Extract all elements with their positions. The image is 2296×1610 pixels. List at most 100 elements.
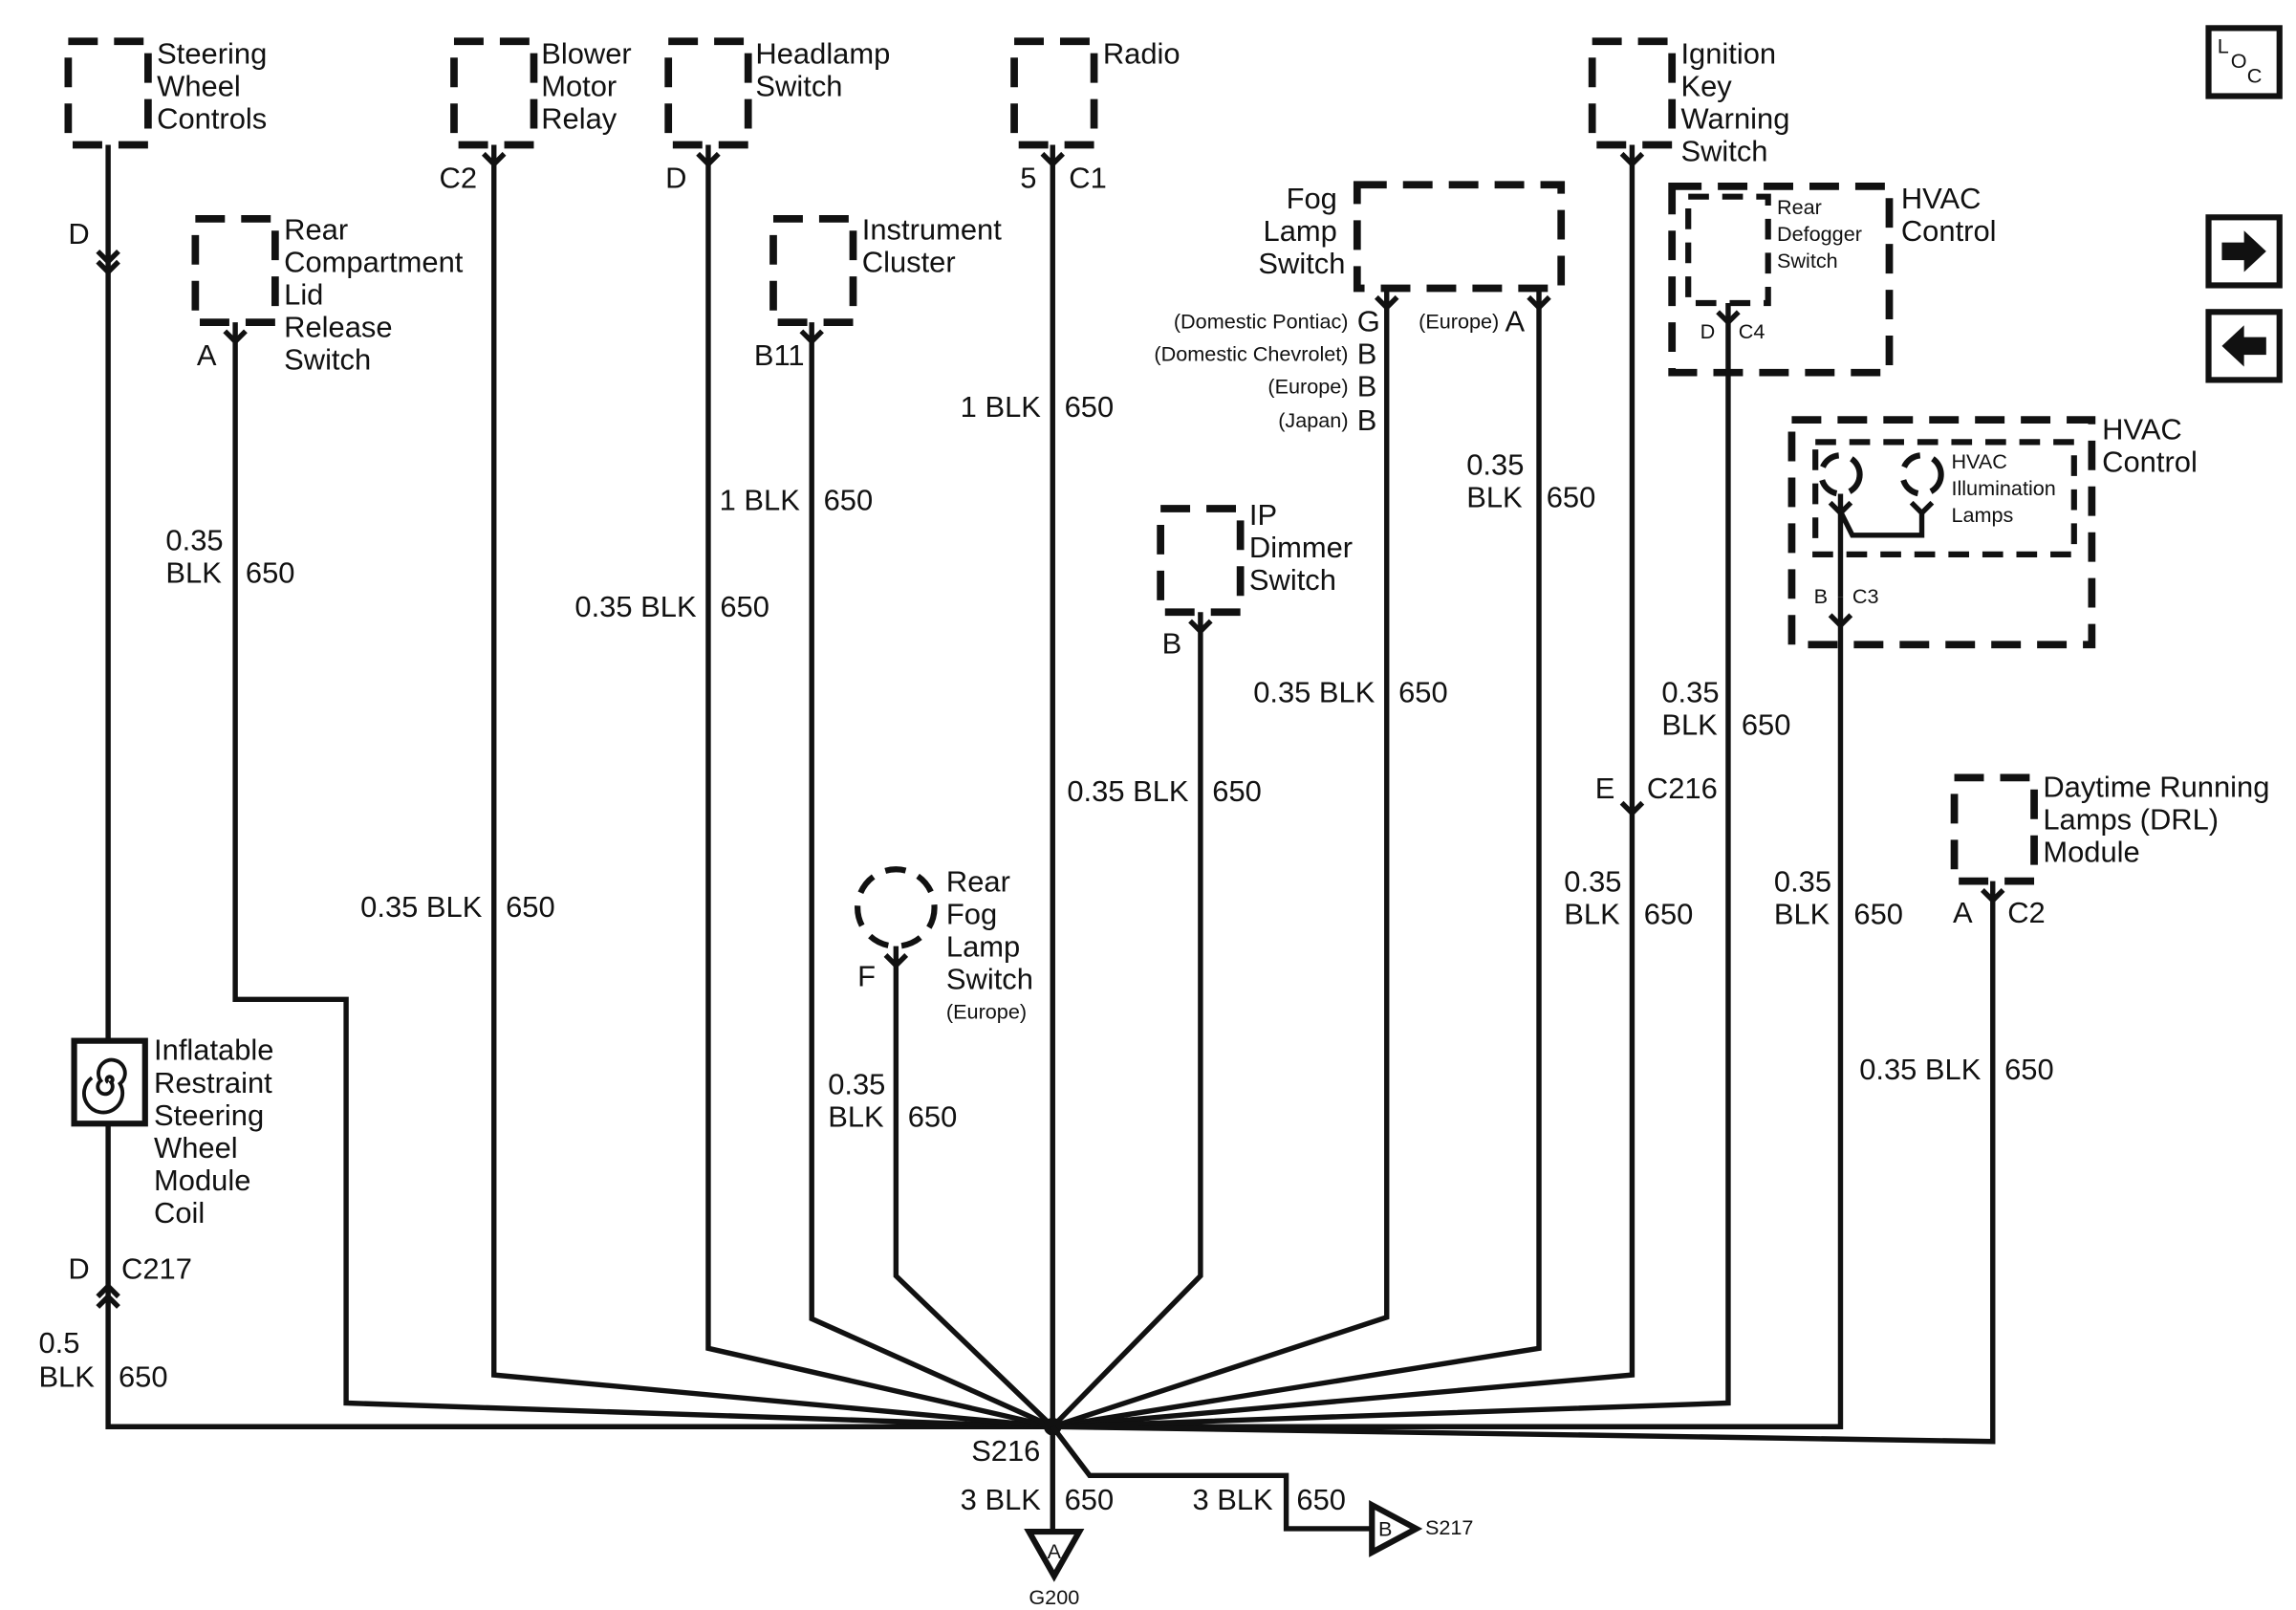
pin-fog-a: A — [1505, 304, 1525, 337]
w-defog-circuit: 650 — [1853, 897, 1903, 930]
loc-o: O — [2231, 49, 2247, 73]
wire-ignition — [1052, 144, 1635, 1429]
pin-defog-c4: C4 — [1739, 319, 1765, 343]
w-defog-color: BLK — [1774, 897, 1830, 930]
ground-letter: A — [1048, 1539, 1062, 1563]
pin-fog-b3: B — [1357, 403, 1377, 437]
w-ground-size: 3 BLK — [961, 1483, 1042, 1516]
pin-drl-a: A — [1953, 896, 1973, 929]
w-radio-circuit: 650 — [1065, 390, 1115, 424]
rear-fog-lamp-switch-icon — [855, 866, 938, 949]
w-cluster-circuit: 650 — [824, 483, 874, 516]
wire-defogger — [1052, 303, 1731, 1429]
pin-cluster-b11: B11 — [754, 338, 805, 372]
w-blower-size: 0.35 BLK — [360, 890, 483, 924]
w-steering-circuit: 650 — [119, 1360, 168, 1393]
pin-hvac-b: B — [1814, 584, 1828, 608]
connector-c217 — [96, 1282, 120, 1309]
rear-fog-lamp-switch-note: (Europe) — [946, 999, 1027, 1023]
w-drl-circuit: 650 — [2004, 1053, 2054, 1086]
hvac-illumination-lamps-label: HVAC Illumination Lamps — [1951, 449, 2061, 527]
ground-g200-icon — [1024, 1528, 1085, 1582]
fog-lamp-switch-box — [1353, 181, 1566, 293]
w-rearcomp-color: BLK — [165, 555, 222, 589]
hvac-control-label-1: HVAC Control — [1901, 182, 1997, 248]
fog-note-japan: (Japan) — [1278, 408, 1348, 432]
hvac-illumination-lamps-box — [1812, 439, 2077, 557]
pin-c216: C216 — [1647, 772, 1718, 805]
fog-lamp-switch-label: Fog Lamp Switch — [1258, 182, 1345, 280]
wire-labels: 0.5 BLK 650 0.35 BLK 650 0.35 BLK 650 0.… — [38, 390, 2053, 1516]
w-rearfog-circuit: 650 — [908, 1099, 958, 1133]
wire-steering — [105, 144, 1053, 1429]
coil-spiral-icon — [82, 1057, 127, 1115]
hvac-control-label-2: HVAC Control — [2102, 412, 2198, 478]
radio-box — [1010, 37, 1098, 149]
connector-c216 — [1619, 800, 1645, 817]
pin-c217: C217 — [121, 1252, 192, 1286]
ip-dimmer-switch-box — [1157, 505, 1245, 617]
w-rearcomp-gauge: 0.35 — [165, 523, 223, 556]
loc-c: C — [2247, 64, 2263, 88]
rear-fog-lamp-switch-label: Rear Fog Lamp Switch — [946, 864, 1033, 995]
w-ign2-circuit: 650 — [1742, 708, 1791, 742]
pin-blower-c2: C2 — [440, 161, 478, 194]
w-foga-color: BLK — [1466, 480, 1523, 513]
headlamp-switch-label: Headlamp Switch — [755, 36, 898, 102]
pin-radio-c1: C1 — [1069, 161, 1107, 194]
arrow-left-icon — [2221, 325, 2266, 367]
steering-wheel-controls-label: Steering Wheel Controls — [157, 36, 275, 135]
wire-drl — [1052, 881, 1996, 1445]
w-steering-color: BLK — [38, 1360, 95, 1393]
pin-c217-d: D — [68, 1252, 89, 1286]
rear-defogger-switch-label: Rear Defogger Switch — [1777, 195, 1868, 272]
wire-rear-fog — [893, 946, 1055, 1429]
splice-s216-label: S216 — [971, 1434, 1040, 1468]
instrument-cluster-box — [769, 214, 857, 326]
w-rearcomp-circuit: 650 — [246, 555, 295, 589]
w-fog-circuit: 650 — [1398, 676, 1448, 709]
w-fog-size: 0.35 BLK — [1253, 676, 1375, 709]
pin-steering-d: D — [68, 217, 89, 250]
offpage-s217-label: S217 — [1425, 1515, 1474, 1539]
offpage-s217-icon — [1369, 1500, 1423, 1557]
w-ign-color: BLK — [1564, 897, 1620, 930]
w-ign-gauge: 0.35 — [1564, 864, 1621, 898]
ignition-key-warning-switch-box — [1588, 37, 1677, 149]
pin-fog-g: G — [1357, 304, 1380, 337]
hvac-control-illumination-box — [1787, 416, 2096, 649]
w-s217-size: 3 BLK — [1192, 1483, 1273, 1516]
rear-defogger-switch-box — [1685, 193, 1771, 307]
pin-dimmer-b: B — [1162, 626, 1182, 660]
airbag-coil-label: Inflatable Restraint Steering Wheel Modu… — [154, 1033, 282, 1229]
wire-to-s217 — [1051, 1425, 1373, 1532]
previous-page-button[interactable] — [2205, 309, 2283, 383]
drl-module-box — [1950, 773, 2038, 885]
w-defog-gauge: 0.35 — [1774, 864, 1831, 898]
loc-l: L — [2218, 34, 2229, 58]
connector-c3 — [1828, 613, 1853, 629]
w-ground-circuit: 650 — [1065, 1483, 1115, 1516]
pin-fog-b1: B — [1357, 337, 1377, 370]
wire-ip-dimmer — [1051, 612, 1203, 1429]
pin-rear-comp-a: A — [197, 338, 217, 372]
w-blower-circuit: 650 — [506, 890, 555, 924]
instrument-cluster-label: Instrument Cluster — [862, 213, 1010, 279]
pin-fog-b2: B — [1357, 369, 1377, 402]
wire-fog-a — [1051, 288, 1542, 1429]
pin-hvac-c3: C3 — [1852, 584, 1879, 608]
fog-note-europe-1: (Europe) — [1267, 374, 1348, 398]
hvac-lamp-1-icon — [1818, 452, 1863, 497]
w-s217-circuit: 650 — [1296, 1483, 1346, 1516]
wire-blower — [491, 144, 1053, 1429]
locator-button[interactable]: L O C — [2205, 25, 2283, 99]
w-steering-gauge: 0.5 — [38, 1326, 79, 1360]
next-page-button[interactable] — [2205, 214, 2283, 289]
ignition-key-warning-switch-label: Ignition Key Warning Switch — [1680, 36, 1798, 167]
rear-compartment-lid-release-switch-label: Rear Compartment Lid Release Switch — [284, 213, 471, 377]
wire-fog-g — [1051, 288, 1390, 1429]
blower-motor-relay-box — [450, 37, 538, 149]
pin-headlamp-d: D — [665, 161, 686, 194]
headlamp-switch-box — [664, 37, 752, 149]
offpage-letter: B — [1378, 1517, 1392, 1541]
